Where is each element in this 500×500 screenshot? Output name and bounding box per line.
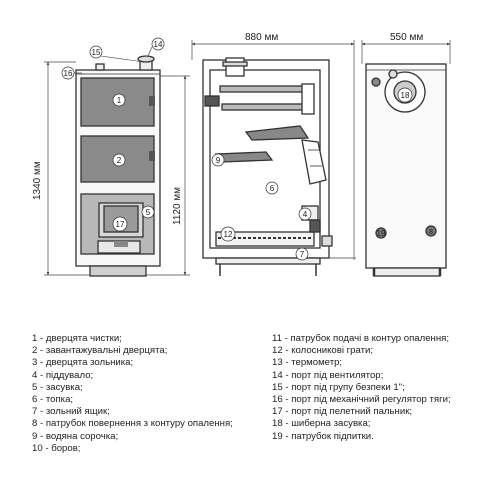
legend-item: 12 - колосникові грати; (272, 345, 374, 357)
callout-19: 19 (377, 229, 386, 238)
callout-18: 18 (401, 91, 410, 100)
legend-item: 16 - порт під механічний регулятор тяги; (272, 394, 451, 406)
back-port-low-left (375, 227, 387, 239)
side-section-view (202, 57, 333, 276)
legend-item: 2 - завантажувальні дверцята; (32, 345, 168, 357)
side-base (215, 257, 321, 265)
side-port-left (204, 95, 220, 107)
callout-2: 2 (117, 156, 122, 165)
baffle-1 (219, 85, 313, 93)
back-port-low-right (425, 225, 437, 237)
legend-item: 13 - термометр; (272, 357, 343, 369)
legend-item: 3 - дверцята зольника; (32, 357, 134, 369)
legend-item: 17 - порт під пелетний пальник; (272, 406, 413, 418)
legend-right: 11 - патрубок подачі в контур опалення; … (272, 333, 451, 443)
callout-8-right: 8 (429, 229, 433, 236)
legend-item: 19 - патрубок підпитки. (272, 430, 374, 442)
legend-item: 1 - дверцята чистки; (32, 333, 122, 344)
front-top-port-cap (137, 55, 155, 63)
callout-16: 16 (64, 69, 73, 78)
callout-14: 14 (154, 40, 163, 49)
front-dimension-lines (44, 61, 190, 276)
water-section-9 (214, 151, 274, 163)
callout-7: 7 (300, 250, 305, 259)
legend-item: 15 - порт під групу безпеки 1"; (272, 381, 405, 393)
legend-left: 1 - дверцята чистки; 2 - завантажувальні… (32, 333, 233, 455)
legend-item: 11 - патрубок подачі в контур опалення; (272, 333, 450, 344)
flue-pipe (225, 57, 245, 77)
dim-height-total: 1340 мм (32, 161, 43, 200)
callout-12: 12 (224, 230, 233, 239)
legend-item: 4 - піддувало; (32, 369, 94, 381)
back-view (365, 63, 447, 277)
callout-4: 4 (303, 210, 308, 219)
baffle-2 (221, 103, 313, 111)
front-callout-circles (61, 37, 165, 232)
dim-width-side: 880 мм (245, 32, 278, 43)
callout-15: 15 (92, 48, 101, 57)
rear-channel (301, 139, 327, 185)
callout-9: 9 (216, 156, 221, 165)
legend-item: 9 - водяна сорочка; (32, 430, 119, 442)
dim-depth-back: 550 мм (390, 32, 423, 43)
boiler-technical-drawing: 1340 мм 1120 мм 15 14 16 1 2 5 17 (32, 32, 451, 277)
legend-item: 14 - порт під вентилятор; (272, 369, 384, 381)
legend-item: 18 - шиберна засувка; (272, 418, 371, 430)
legend-item: 10 - боров; (32, 442, 81, 454)
legend-item: 7 - зольний ящик; (32, 406, 110, 418)
side-dimension-lines (191, 40, 356, 260)
callout-5: 5 (146, 208, 151, 217)
legend-item: 6 - топка; (32, 394, 74, 406)
upper-slope-plate (244, 125, 310, 141)
legend-item: 8 - патрубок повернення з контуру опален… (32, 418, 233, 430)
callout-17: 17 (116, 220, 125, 229)
legend-item: 5 - засувка; (32, 381, 83, 393)
callout-1: 1 (117, 96, 122, 105)
front-base (89, 265, 147, 277)
dim-height-inner: 1120 мм (172, 187, 183, 225)
back-dimension-lines (361, 40, 451, 64)
callout-6: 6 (270, 184, 275, 193)
